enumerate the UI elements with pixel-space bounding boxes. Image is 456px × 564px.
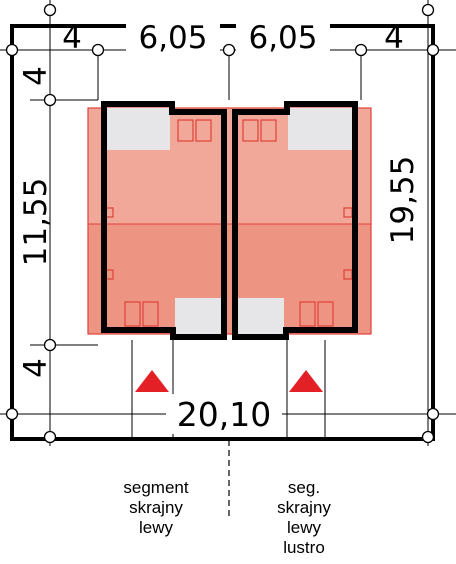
dim-left-top: 4 — [18, 66, 54, 86]
red-triangle-icon — [289, 370, 323, 392]
dim-right-depth: 19,55 — [385, 156, 421, 245]
wall-right-segment — [232, 101, 358, 340]
caption-right-line: lewy — [286, 518, 321, 537]
room-top-left — [106, 108, 170, 150]
wall-left-segment — [101, 101, 227, 340]
building-fill-lower — [88, 224, 371, 334]
dim-left-mid: 11,55 — [18, 178, 54, 267]
dim-left-bottom: 4 — [18, 358, 54, 378]
room-bottom-left — [175, 298, 222, 334]
circle-node-icon — [5, 3, 440, 444]
caption-left-line: lewy — [138, 518, 173, 537]
caption-left: segment skrajny lewy — [96, 478, 216, 538]
rooms — [106, 108, 352, 334]
dim-bottom-width: 20,10 — [177, 395, 271, 434]
red-triangle-icon — [135, 370, 169, 392]
caption-right: seg. skrajny lewy lustro — [244, 478, 364, 558]
caption-right-line: skrajny — [277, 498, 331, 517]
caption-left-line: skrajny — [129, 498, 183, 517]
walls — [101, 101, 358, 340]
plot-boundary — [10, 24, 435, 441]
dim-top-left: 4 — [62, 20, 82, 56]
building-outline — [87, 107, 372, 335]
caption-right-line: lustro — [283, 538, 325, 557]
caption-left-line: segment — [123, 478, 189, 497]
room-bottom-right — [237, 298, 284, 334]
building-footprint — [87, 107, 372, 335]
dim-top-right: 4 — [384, 20, 404, 56]
dim-top-mid-left: 6,05 — [138, 20, 207, 56]
room-top-right — [288, 108, 352, 150]
caption-right-line: seg. — [287, 478, 321, 497]
dim-top-mid-right: 6,05 — [248, 20, 317, 56]
dimension-lines — [0, 0, 456, 446]
